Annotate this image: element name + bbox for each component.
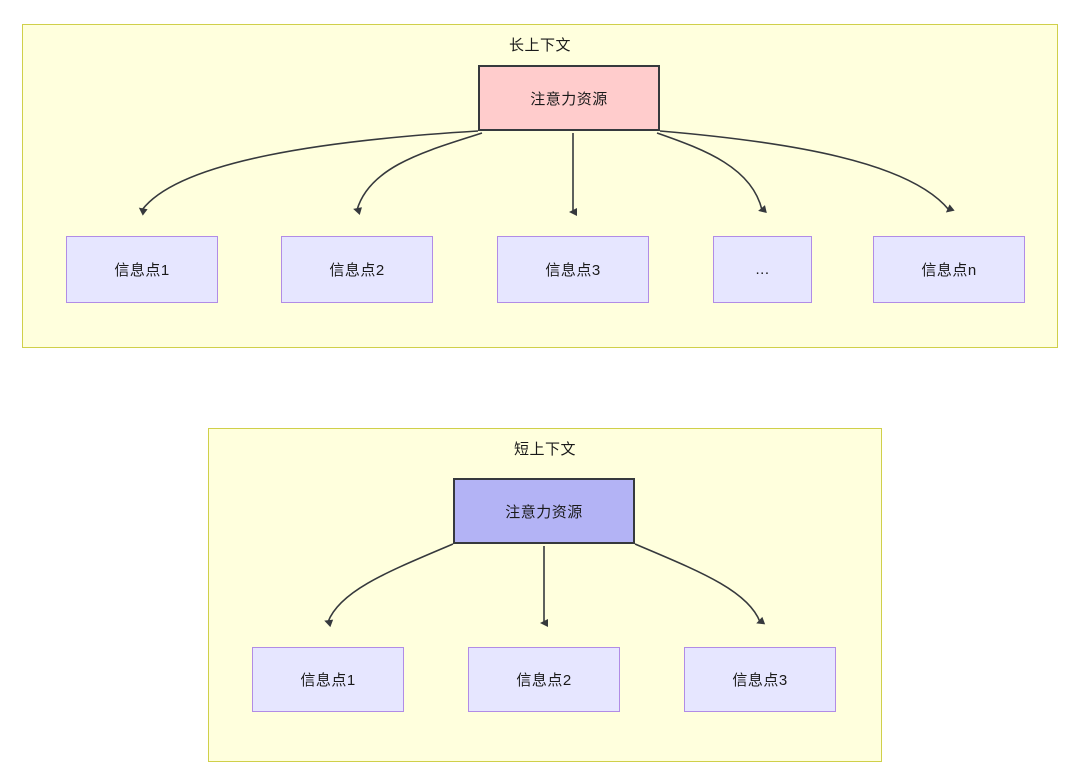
node-long-context-info-point-2[interactable]: 信息点2 [281,236,433,303]
node-label: 注意力资源 [530,90,608,108]
node-label: 信息点1 [114,262,170,279]
node-short-context-info-point-3[interactable]: 信息点3 [684,647,836,712]
node-long-context-info-point-1[interactable]: 信息点1 [66,236,218,303]
node-long-context-info-point-3[interactable]: 信息点3 [497,236,649,303]
node-label: 信息点3 [545,262,601,279]
group-long-context-title: 长上下文 [508,37,571,54]
node-label: ... [755,261,770,278]
node-short-context-attention-resource[interactable]: 注意力资源 [453,478,635,544]
node-label: 信息点3 [732,672,788,689]
node-label: 注意力资源 [505,503,583,521]
node-long-context-attention-resource[interactable]: 注意力资源 [478,65,660,131]
node-label: 信息点2 [329,262,385,279]
group-short-context-title: 短上下文 [513,441,576,458]
node-label: 信息点1 [300,672,356,689]
node-label: 信息点n [921,262,977,279]
node-long-context-info-point-n[interactable]: 信息点n [873,236,1025,303]
node-long-context-info-point-ellipsis[interactable]: ... [713,236,812,303]
node-short-context-info-point-1[interactable]: 信息点1 [252,647,404,712]
node-short-context-info-point-2[interactable]: 信息点2 [468,647,620,712]
node-label: 信息点2 [516,672,572,689]
